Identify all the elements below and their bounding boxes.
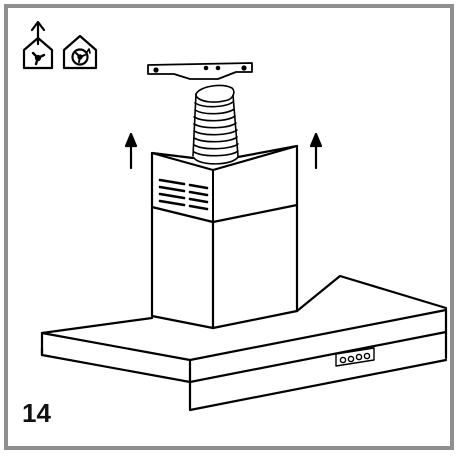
left-up-arrow xyxy=(124,132,138,170)
ducted-extraction-icon xyxy=(22,20,54,70)
control-buttons xyxy=(335,347,375,367)
lower-chimney xyxy=(150,203,299,330)
control-button-1 xyxy=(339,356,347,364)
step-number: 14 xyxy=(22,398,51,428)
recirculation-mode-icon xyxy=(62,34,98,70)
instruction-frame xyxy=(4,4,454,450)
control-button-2 xyxy=(347,355,355,363)
hood-canopy xyxy=(40,274,448,412)
control-button-4 xyxy=(363,352,371,360)
upper-chimney xyxy=(150,144,299,224)
wall-bracket xyxy=(147,62,253,80)
control-button-3 xyxy=(355,353,363,361)
flexible-duct xyxy=(192,84,239,165)
right-up-arrow xyxy=(309,132,323,170)
